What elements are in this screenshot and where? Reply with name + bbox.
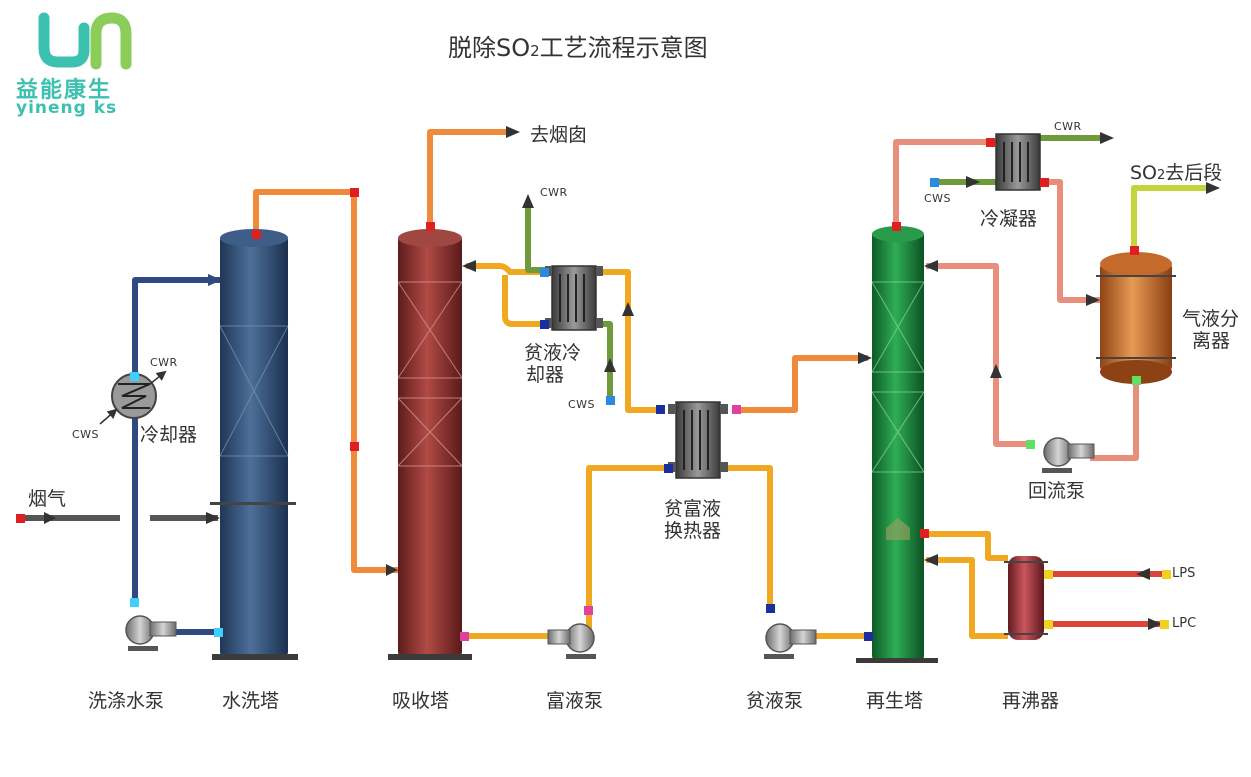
reboiler-return-arrow bbox=[924, 554, 938, 566]
cws-label-wash: CWS bbox=[72, 428, 100, 441]
cwr-arrow-1 bbox=[522, 194, 534, 208]
company-logo bbox=[38, 12, 132, 70]
wash-tower-label: 水洗塔 bbox=[222, 690, 280, 712]
nozzle-markers bbox=[16, 138, 1171, 641]
rich-pump bbox=[547, 623, 596, 659]
gas-liquid-separator bbox=[1096, 252, 1176, 384]
lean-pump bbox=[764, 623, 817, 659]
separator-label-2: 离器 bbox=[1192, 330, 1231, 352]
lean-cooler-exchanger bbox=[545, 265, 603, 331]
separator-label-1: 气液分 bbox=[1182, 308, 1240, 330]
logo-en-text: yineng ks bbox=[16, 98, 118, 118]
wash-water-pipes bbox=[132, 277, 220, 635]
cwr-label-lean: CWR bbox=[540, 186, 568, 199]
cwr-label-cond: CWR bbox=[1054, 120, 1082, 133]
lean-cooler-label-1: 贫液冷 bbox=[524, 342, 582, 364]
stack-arrow bbox=[506, 126, 520, 138]
stack-pipe bbox=[427, 129, 512, 234]
cwr-arrow-2 bbox=[1100, 132, 1114, 144]
so2-out-label: SO2去后段 bbox=[1130, 158, 1222, 185]
wash-water-arrows bbox=[208, 274, 222, 286]
cws-arrow-1 bbox=[604, 358, 616, 372]
lps-label: LPS bbox=[1172, 566, 1196, 581]
so2-out-arrow bbox=[1206, 182, 1220, 194]
lps-arrow bbox=[1136, 568, 1150, 580]
wash-tower bbox=[210, 229, 298, 660]
heat-exchanger-label-1: 贫富液 bbox=[664, 498, 722, 520]
absorber-inlet-arrow bbox=[386, 564, 398, 576]
lean-up-arrow bbox=[622, 302, 634, 316]
cws-label-cond: CWS bbox=[924, 192, 952, 205]
lean-solution-pipes bbox=[466, 263, 868, 639]
rich-solution-pipe bbox=[740, 355, 868, 413]
rich-pump-label: 富液泵 bbox=[546, 690, 604, 712]
so2-out-prefix: SO bbox=[1130, 162, 1158, 184]
cws-label-lean: CWS bbox=[568, 398, 596, 411]
lean-pump-label: 贫液泵 bbox=[746, 690, 804, 712]
to-stack-label: 去烟囱 bbox=[530, 124, 588, 146]
cwr-label-wash: CWR bbox=[150, 356, 178, 369]
condenser-exchanger bbox=[995, 133, 1041, 191]
lean-rich-exchanger bbox=[668, 401, 728, 479]
lpc-arrow bbox=[1148, 618, 1162, 630]
page-title: 脱除SO2工艺流程示意图 bbox=[448, 28, 708, 63]
steam-pipes bbox=[1044, 571, 1168, 627]
so2-out-pipe bbox=[1131, 185, 1210, 252]
title-suffix: 工艺流程示意图 bbox=[539, 34, 708, 62]
flue-gas-label: 烟气 bbox=[28, 488, 67, 510]
so2-out-suffix: 去后段 bbox=[1165, 162, 1223, 184]
so2-out-sub: 2 bbox=[1157, 168, 1166, 183]
wash-pump bbox=[125, 615, 177, 651]
lpc-label: LPC bbox=[1172, 616, 1197, 631]
title-subscript: 2 bbox=[530, 42, 540, 60]
reflux-up-arrow bbox=[990, 364, 1002, 378]
reboiler-label: 再沸器 bbox=[1002, 690, 1060, 712]
reflux-arrow bbox=[924, 260, 938, 272]
lean-cooler-label-2: 却器 bbox=[526, 364, 565, 386]
reboiler-pipes bbox=[926, 531, 1008, 639]
wash-cooler bbox=[99, 370, 167, 425]
logo-cn-text: 益能康生 bbox=[16, 78, 113, 103]
absorber-label: 吸收塔 bbox=[392, 690, 450, 712]
cws-arrow-2 bbox=[966, 176, 980, 188]
separator-inlet-arrow bbox=[1086, 294, 1100, 306]
regenerator-tower bbox=[856, 226, 938, 663]
reboiler bbox=[1004, 556, 1048, 640]
absorber-lean-arrow bbox=[462, 260, 476, 272]
reflux-pump-label: 回流泵 bbox=[1028, 480, 1086, 502]
overhead-vapor-pipe bbox=[893, 139, 1139, 461]
reflux-pump bbox=[1042, 437, 1095, 473]
title-prefix: 脱除SO bbox=[448, 34, 531, 62]
heat-exchanger-label-2: 换热器 bbox=[664, 520, 722, 542]
flue-gas-pipe bbox=[22, 512, 220, 524]
regen-inlet-arrow bbox=[858, 352, 872, 364]
wash-pump-label: 洗涤水泵 bbox=[88, 690, 165, 712]
condenser-label: 冷凝器 bbox=[980, 208, 1038, 230]
cooler-label: 冷却器 bbox=[140, 424, 198, 446]
absorber-tower bbox=[388, 229, 472, 660]
regenerator-label: 再生塔 bbox=[866, 690, 924, 712]
